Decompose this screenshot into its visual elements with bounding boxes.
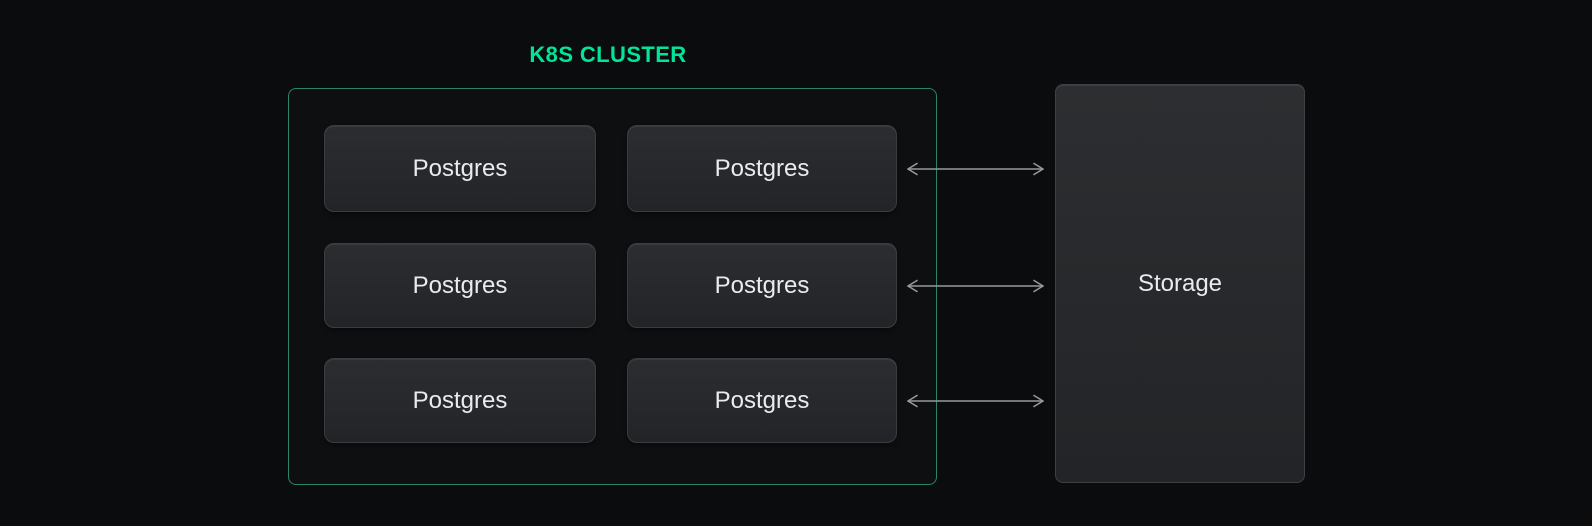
postgres-node-label: Postgres (412, 271, 508, 299)
postgres-node-label: Postgres (714, 386, 810, 414)
cluster-title: K8S CLUSTER (529, 42, 687, 67)
postgres-node: Postgres (324, 358, 596, 443)
postgres-node-label: Postgres (412, 154, 508, 182)
postgres-node: Postgres (627, 358, 897, 443)
storage-box: Storage (1055, 84, 1305, 483)
bidirectional-arrow (900, 277, 1050, 295)
postgres-node-label: Postgres (714, 271, 810, 299)
postgres-node: Postgres (627, 125, 897, 212)
bidirectional-arrow (900, 392, 1050, 410)
postgres-node: Postgres (627, 243, 897, 328)
bidirectional-arrow (900, 160, 1050, 178)
postgres-node-label: Postgres (714, 154, 810, 182)
postgres-node: Postgres (324, 243, 596, 328)
storage-label: Storage (1137, 269, 1223, 297)
postgres-node: Postgres (324, 125, 596, 212)
postgres-node-label: Postgres (412, 386, 508, 414)
